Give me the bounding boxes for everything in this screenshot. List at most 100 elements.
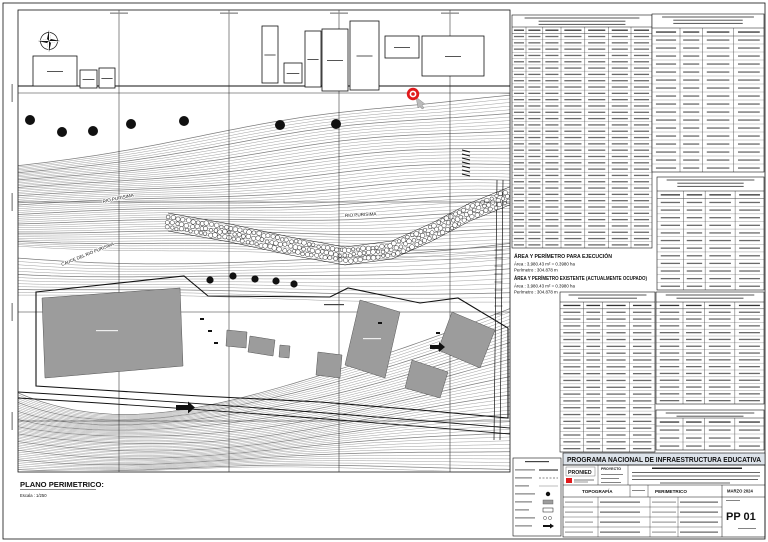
table-cell — [528, 231, 541, 233]
table-cell — [683, 111, 700, 113]
rock — [470, 203, 476, 209]
table-header-cell — [708, 421, 731, 423]
table-cell — [632, 407, 652, 409]
table-cell — [606, 325, 626, 327]
river-bank-line — [167, 204, 510, 266]
rock — [245, 240, 251, 245]
table-cell — [709, 232, 731, 234]
table-cell — [632, 318, 652, 320]
rock — [413, 231, 419, 237]
rock — [366, 249, 372, 256]
rock — [282, 241, 288, 247]
table-cell — [611, 237, 628, 240]
table-cell — [606, 311, 626, 313]
table-cell — [588, 155, 606, 158]
table-cell — [686, 318, 702, 320]
contour-line — [18, 417, 510, 453]
table-title-text — [665, 412, 755, 414]
rock — [222, 228, 228, 235]
legend-title — [525, 461, 549, 463]
table-cell — [586, 318, 601, 320]
rock — [457, 210, 462, 215]
table-cell — [611, 80, 628, 82]
rock — [271, 245, 277, 251]
table-cell — [586, 332, 601, 334]
rock — [293, 238, 299, 244]
table-cell — [606, 386, 626, 388]
table-cell — [660, 255, 681, 257]
table-cell — [545, 117, 559, 120]
rock — [410, 232, 415, 237]
table-cell — [513, 231, 525, 233]
table-title-text — [666, 179, 755, 181]
table-cell — [737, 167, 760, 169]
tree — [57, 127, 67, 137]
legend-symbol — [543, 523, 554, 529]
contour-line — [18, 137, 510, 183]
contour-line — [18, 292, 510, 299]
table-cell — [633, 35, 650, 38]
contour-line — [18, 163, 510, 197]
rock — [165, 220, 170, 225]
table-cell — [659, 445, 680, 447]
table-cell — [683, 103, 700, 105]
existing-perimeter-value: Perímetro : 304.878 m — [514, 290, 558, 295]
table-cell — [739, 217, 760, 219]
rock — [287, 249, 292, 254]
table-cell — [633, 244, 650, 246]
building-label — [445, 56, 461, 57]
rock — [327, 255, 333, 261]
table-cell — [588, 111, 606, 113]
table-cell — [632, 400, 652, 402]
rock — [342, 253, 347, 258]
legend-symbol — [542, 507, 554, 513]
contour-line — [18, 308, 510, 415]
building-label — [47, 71, 63, 72]
table-cell — [563, 400, 581, 402]
table-cell — [564, 187, 582, 189]
rock — [169, 220, 175, 226]
table-cell — [563, 311, 581, 313]
table-cell — [611, 67, 628, 69]
table-cell — [659, 386, 680, 388]
table-header-cell — [738, 304, 760, 307]
table-cell — [563, 407, 581, 409]
contour-line — [18, 425, 510, 456]
contour-line — [18, 127, 510, 179]
table-title-text — [673, 22, 743, 24]
table-cell — [706, 79, 730, 81]
table-cell — [655, 71, 677, 73]
stair-symbol — [461, 149, 471, 153]
table-cell — [738, 400, 760, 402]
rock — [480, 200, 485, 205]
table-cell — [563, 379, 581, 382]
table-cell — [588, 92, 606, 94]
table-cell — [586, 352, 601, 354]
table-cell — [513, 149, 525, 151]
rock — [438, 225, 444, 231]
info-label — [652, 531, 676, 533]
table-cell — [739, 285, 760, 287]
table-cell — [632, 332, 652, 334]
legend-item-label — [515, 525, 532, 527]
table-cell — [686, 285, 703, 287]
contour-line — [18, 120, 510, 176]
rock — [239, 238, 245, 244]
rock — [249, 240, 255, 246]
rock — [370, 249, 376, 255]
table-cell — [611, 111, 628, 113]
table-cell — [588, 99, 606, 101]
contour-line — [18, 391, 510, 443]
table-cell — [708, 352, 731, 354]
rock — [231, 236, 236, 242]
contour-line — [18, 451, 510, 466]
table-header-cell — [564, 29, 582, 31]
rock — [190, 219, 196, 225]
table-cell — [706, 87, 730, 89]
info-value — [680, 501, 718, 503]
table-cell — [737, 39, 760, 41]
table-cell — [545, 42, 559, 44]
existing-area-heading: ÁREA Y PERÍMETRO EXISTENTE (ACTUALMENTE … — [514, 274, 647, 282]
table-cell — [545, 162, 559, 164]
rock — [440, 229, 446, 235]
